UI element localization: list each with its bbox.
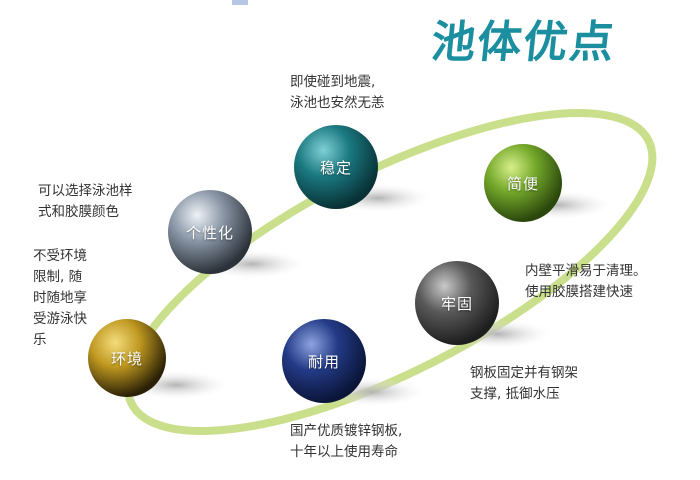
personal-description: 可以选择泳池样 式和胶膜颜色	[38, 183, 133, 220]
environment-description: 不受环境 限制, 随 时随地享 受游泳快 乐	[33, 248, 87, 348]
simple-description: 内壁平滑易于清理。 使用胶膜搭建快速	[525, 263, 647, 300]
stable-description: 即使碰到地震, 泳池也安然无恙	[290, 74, 385, 111]
environment-sphere-icon	[88, 319, 166, 397]
sturdy-description: 钢板固定并有钢架 支撑, 抵御水压	[470, 365, 578, 402]
sturdy-sphere-icon	[415, 261, 499, 345]
durable-sphere-icon	[282, 319, 366, 403]
simple-sphere-icon	[484, 144, 562, 222]
personal-sphere-icon	[168, 190, 252, 274]
durable-description: 国产优质镀锌钢板, 十年以上使用寿命	[290, 423, 403, 460]
top-edge-mark	[232, 0, 248, 5]
stable-sphere-icon	[294, 125, 378, 209]
